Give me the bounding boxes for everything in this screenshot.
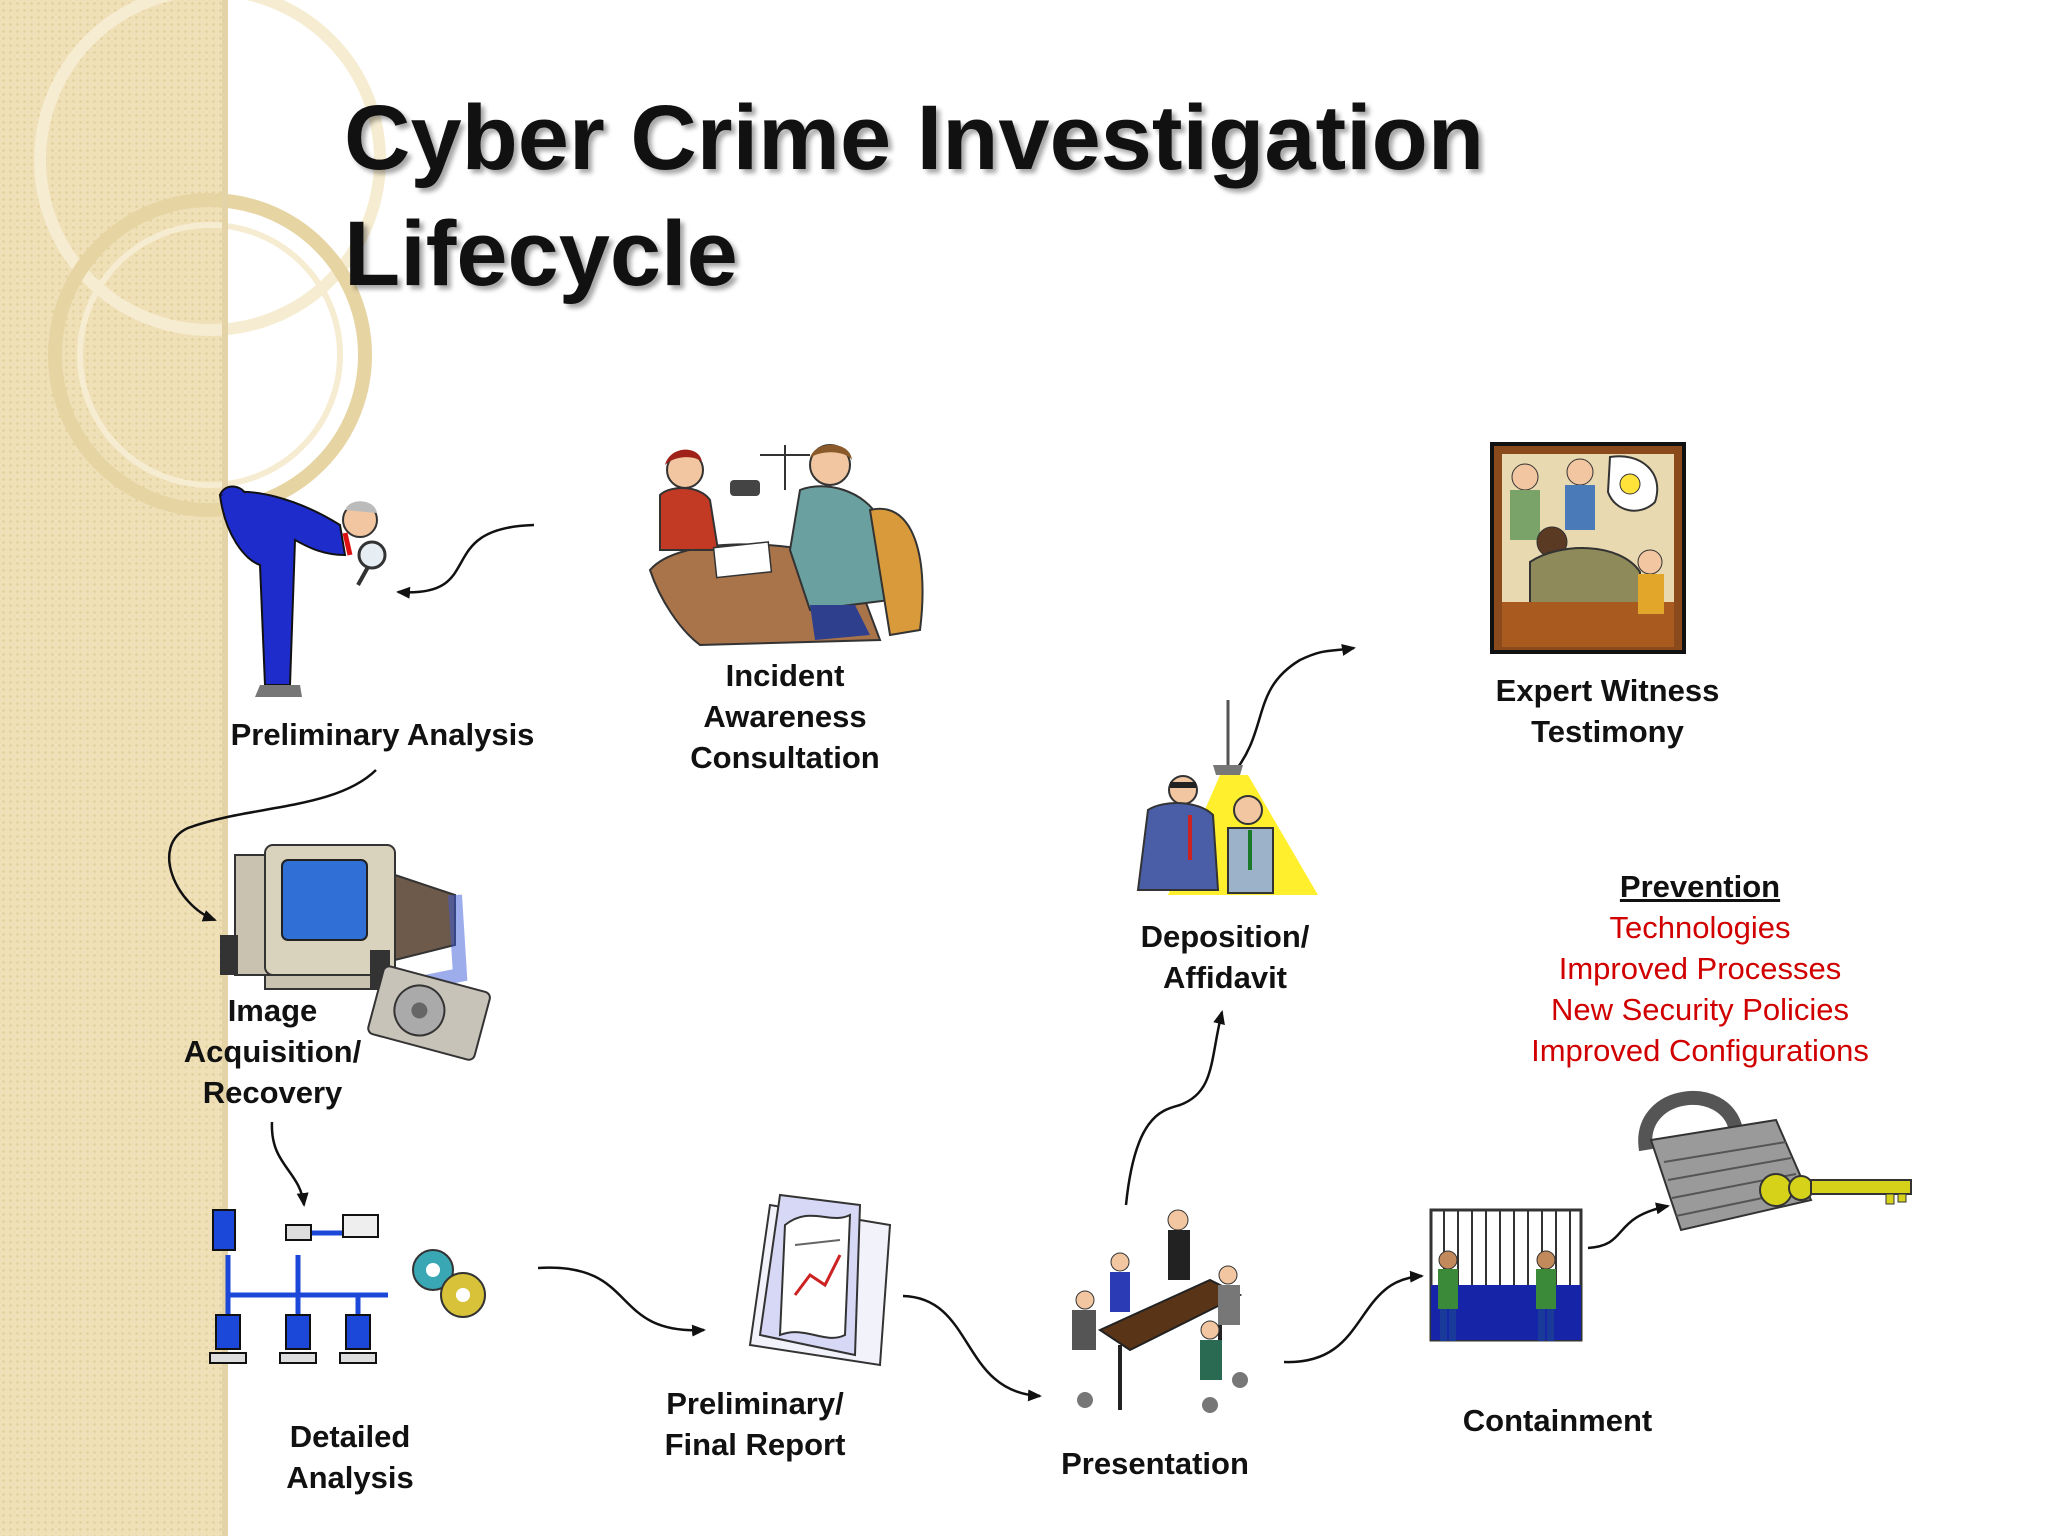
prevention-list: Prevention Technologies Improved Process…	[1480, 866, 1920, 1071]
arrow-image-to-detailed	[270, 1121, 309, 1207]
label-detailed-analysis: Detailed Analysis	[286, 1419, 414, 1495]
computer-with-hard-drive-clipart	[220, 844, 491, 1061]
meeting-table-clipart	[1072, 1209, 1248, 1413]
network-diagram-clipart	[209, 1209, 486, 1364]
prevention-title: Prevention	[1619, 869, 1781, 904]
arrow-detailed-to-report	[537, 1266, 706, 1337]
label-deposition: Deposition/ Affidavit	[1140, 919, 1310, 995]
courtroom-testimony-clipart	[1490, 442, 1686, 654]
report-document-clipart	[748, 1193, 892, 1367]
magnifying-glass-inspector-clipart	[218, 485, 387, 697]
label-containment: Containment	[1462, 1403, 1653, 1438]
label-presentation: Presentation	[1061, 1446, 1249, 1481]
arrow-deposition-to-expert	[1231, 644, 1356, 776]
consultation-clipart	[648, 444, 924, 647]
arrow-presentation-to-deposition	[1124, 1010, 1225, 1206]
padlock-with-key-clipart	[1638, 1091, 1912, 1232]
title-line-2: Lifecycle	[344, 203, 738, 305]
arrow-presentation-to-containment	[1283, 1270, 1424, 1364]
label-image-acquisition: Image Acquisition/ Recovery	[183, 993, 362, 1110]
sidebar-decoration	[0, 0, 386, 1536]
label-preliminary-analysis: Preliminary Analysis	[230, 717, 535, 752]
arrow-preliminary-to-image	[168, 769, 377, 922]
page-title: Cyber Crime Investigation Lifecycle	[344, 80, 1744, 312]
ring-ornament-icon	[34, 0, 386, 517]
jail-cell-guards-clipart	[1429, 1208, 1583, 1342]
label-expert-witness: Expert Witness Testimony	[1495, 673, 1720, 749]
label-report: Preliminary/ Final Report	[664, 1386, 846, 1462]
arrow-report-to-presentation	[902, 1294, 1042, 1402]
sidebar-edge	[222, 0, 228, 1536]
prevention-item: Improved Processes	[1558, 951, 1842, 986]
prevention-item: Technologies	[1609, 910, 1791, 945]
arrow-containment-to-prevention	[1587, 1202, 1670, 1250]
prevention-item: New Security Policies	[1550, 992, 1850, 1027]
prevention-item: Improved Configurations	[1531, 1033, 1869, 1068]
arrow-consultation-to-preliminary	[396, 523, 535, 599]
interrogation-lamp-clipart	[1136, 700, 1318, 895]
label-incident-consultation: Incident Awareness Consultation	[690, 658, 880, 775]
title-line-1: Cyber Crime Investigation	[344, 87, 1485, 189]
